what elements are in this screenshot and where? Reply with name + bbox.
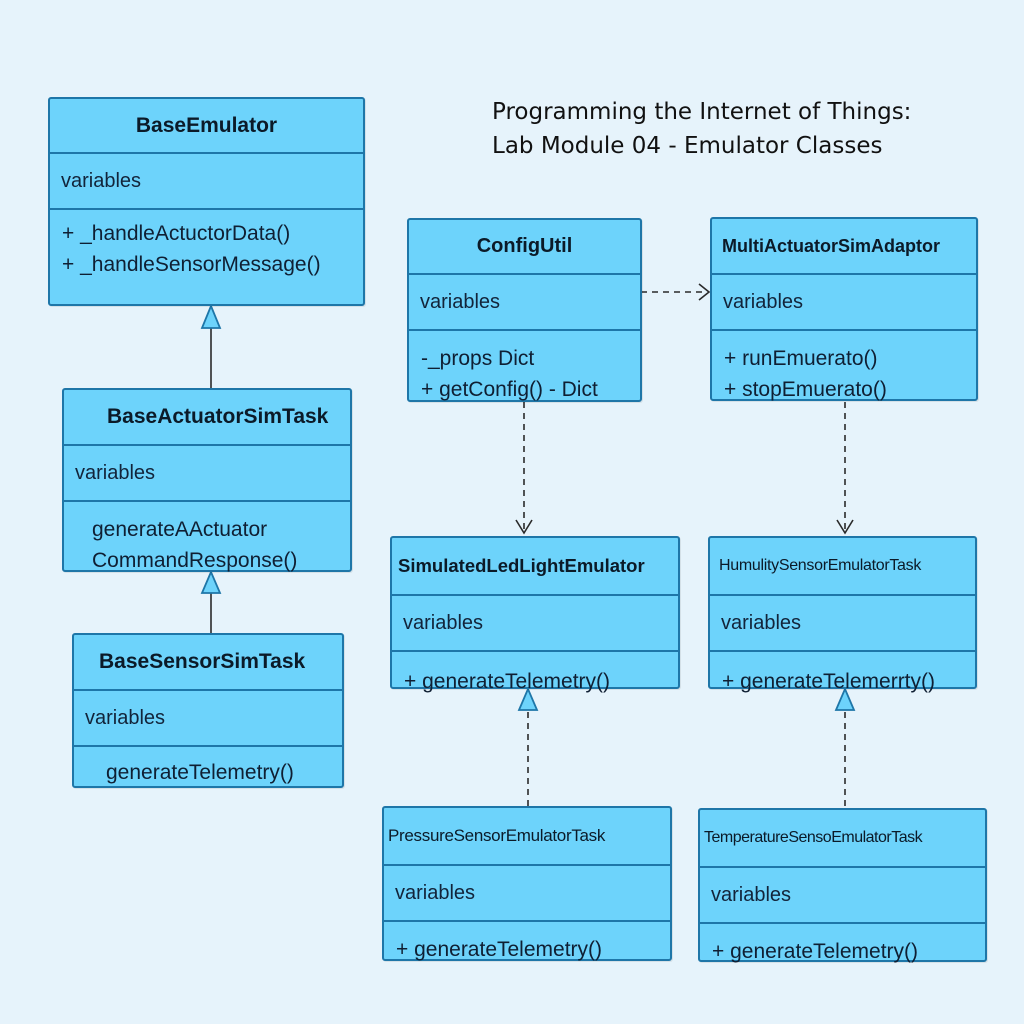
title-line-2: Lab Module 04 - Emulator Classes xyxy=(492,133,883,159)
class-variables: variables xyxy=(64,446,350,502)
class-variables: variables xyxy=(384,866,670,922)
operation: + getConfig() - Dict xyxy=(421,378,598,401)
class-operations: -_props Dict + getConfig() - Dict xyxy=(409,331,640,405)
class-variables: variables xyxy=(50,154,363,210)
inheritance-arrowhead-base-emulator xyxy=(200,303,222,329)
class-operations: + _handleActuctorData() + _handleSensorM… xyxy=(50,210,363,280)
operation: + generateTelemetry() xyxy=(712,940,919,963)
operation: + generateTelemetry() xyxy=(396,938,603,961)
class-config-util[interactable]: ConfigUtil variables -_props Dict + getC… xyxy=(407,218,642,402)
inheritance-arrowhead-base-actuator xyxy=(200,569,222,594)
class-name: HumulitySensorEmulatorTask xyxy=(710,538,975,596)
operation: CommandResponse() xyxy=(92,549,298,572)
class-base-sensor-sim-task[interactable]: BaseSensorSimTask variables generateTele… xyxy=(72,633,344,788)
class-variables: variables xyxy=(712,275,976,331)
dependency-arrowhead-led xyxy=(515,519,533,535)
operation: + stopEmuerato() xyxy=(724,378,887,401)
class-base-emulator[interactable]: BaseEmulator variables + _handleActuctor… xyxy=(48,97,365,306)
class-simulated-led-light-emulator[interactable]: SimulatedLedLightEmulator variables + ge… xyxy=(390,536,680,693)
class-operations: + generateTelemetry() xyxy=(384,922,670,965)
class-variables: variables xyxy=(409,275,640,331)
class-humility-sensor-emulator-task[interactable]: HumulitySensorEmulatorTask variables + g… xyxy=(708,536,977,693)
class-operations: generateAActuator CommandResponse() xyxy=(64,502,350,576)
class-variables: variables xyxy=(700,868,985,924)
class-name: TemperatureSensoEmulatorTask xyxy=(700,810,985,868)
operation: + _handleActuctorData() xyxy=(62,222,291,245)
operation: + runEmuerato() xyxy=(724,347,878,370)
dependency-arrowhead-adaptor xyxy=(698,283,711,301)
class-operations: + generateTelemetry() xyxy=(392,652,678,697)
class-variables: variables xyxy=(710,596,975,652)
operation: + generateTelemerrty() xyxy=(722,670,936,693)
operation: + generateTelemetry() xyxy=(404,670,611,693)
dependency-arrowhead-humility xyxy=(836,519,854,535)
operation: -_props Dict xyxy=(421,347,535,370)
class-variables: variables xyxy=(74,691,342,747)
title-line-1: Programming the Internet of Things: xyxy=(492,99,912,125)
diagram-title: Programming the Internet of Things: Lab … xyxy=(492,95,992,163)
class-base-actuator-sim-task[interactable]: BaseActuatorSimTask variables generateAA… xyxy=(62,388,352,572)
class-temperature-senso-emulator-task[interactable]: TemperatureSensoEmulatorTask variables +… xyxy=(698,808,987,963)
class-name: BaseEmulator xyxy=(50,99,363,154)
realization-arrowhead-led xyxy=(517,686,539,711)
class-name: MultiActuatorSimAdaptor xyxy=(712,219,976,275)
class-operations: + generateTelemerrty() xyxy=(710,652,975,697)
class-operations: + runEmuerato() + stopEmuerato() xyxy=(712,331,976,405)
class-name: BaseActuatorSimTask xyxy=(64,390,350,446)
operation: generateAActuator xyxy=(92,518,268,541)
class-name: ConfigUtil xyxy=(409,220,640,275)
class-multi-actuator-sim-adaptor[interactable]: MultiActuatorSimAdaptor variables + runE… xyxy=(710,217,978,401)
operation: generateTelemetry() xyxy=(106,761,294,784)
operation: + _handleSensorMessage() xyxy=(62,253,321,276)
class-variables: variables xyxy=(392,596,678,652)
class-operations: + generateTelemetry() xyxy=(700,924,985,967)
realization-arrowhead-humility xyxy=(834,686,856,711)
class-name: SimulatedLedLightEmulator xyxy=(392,538,678,596)
class-name: PressureSensorEmulatorTask xyxy=(384,808,670,866)
class-pressure-sensor-emulator-task[interactable]: PressureSensorEmulatorTask variables + g… xyxy=(382,806,672,961)
class-name: BaseSensorSimTask xyxy=(74,635,342,691)
class-operations: generateTelemetry() xyxy=(74,747,342,788)
